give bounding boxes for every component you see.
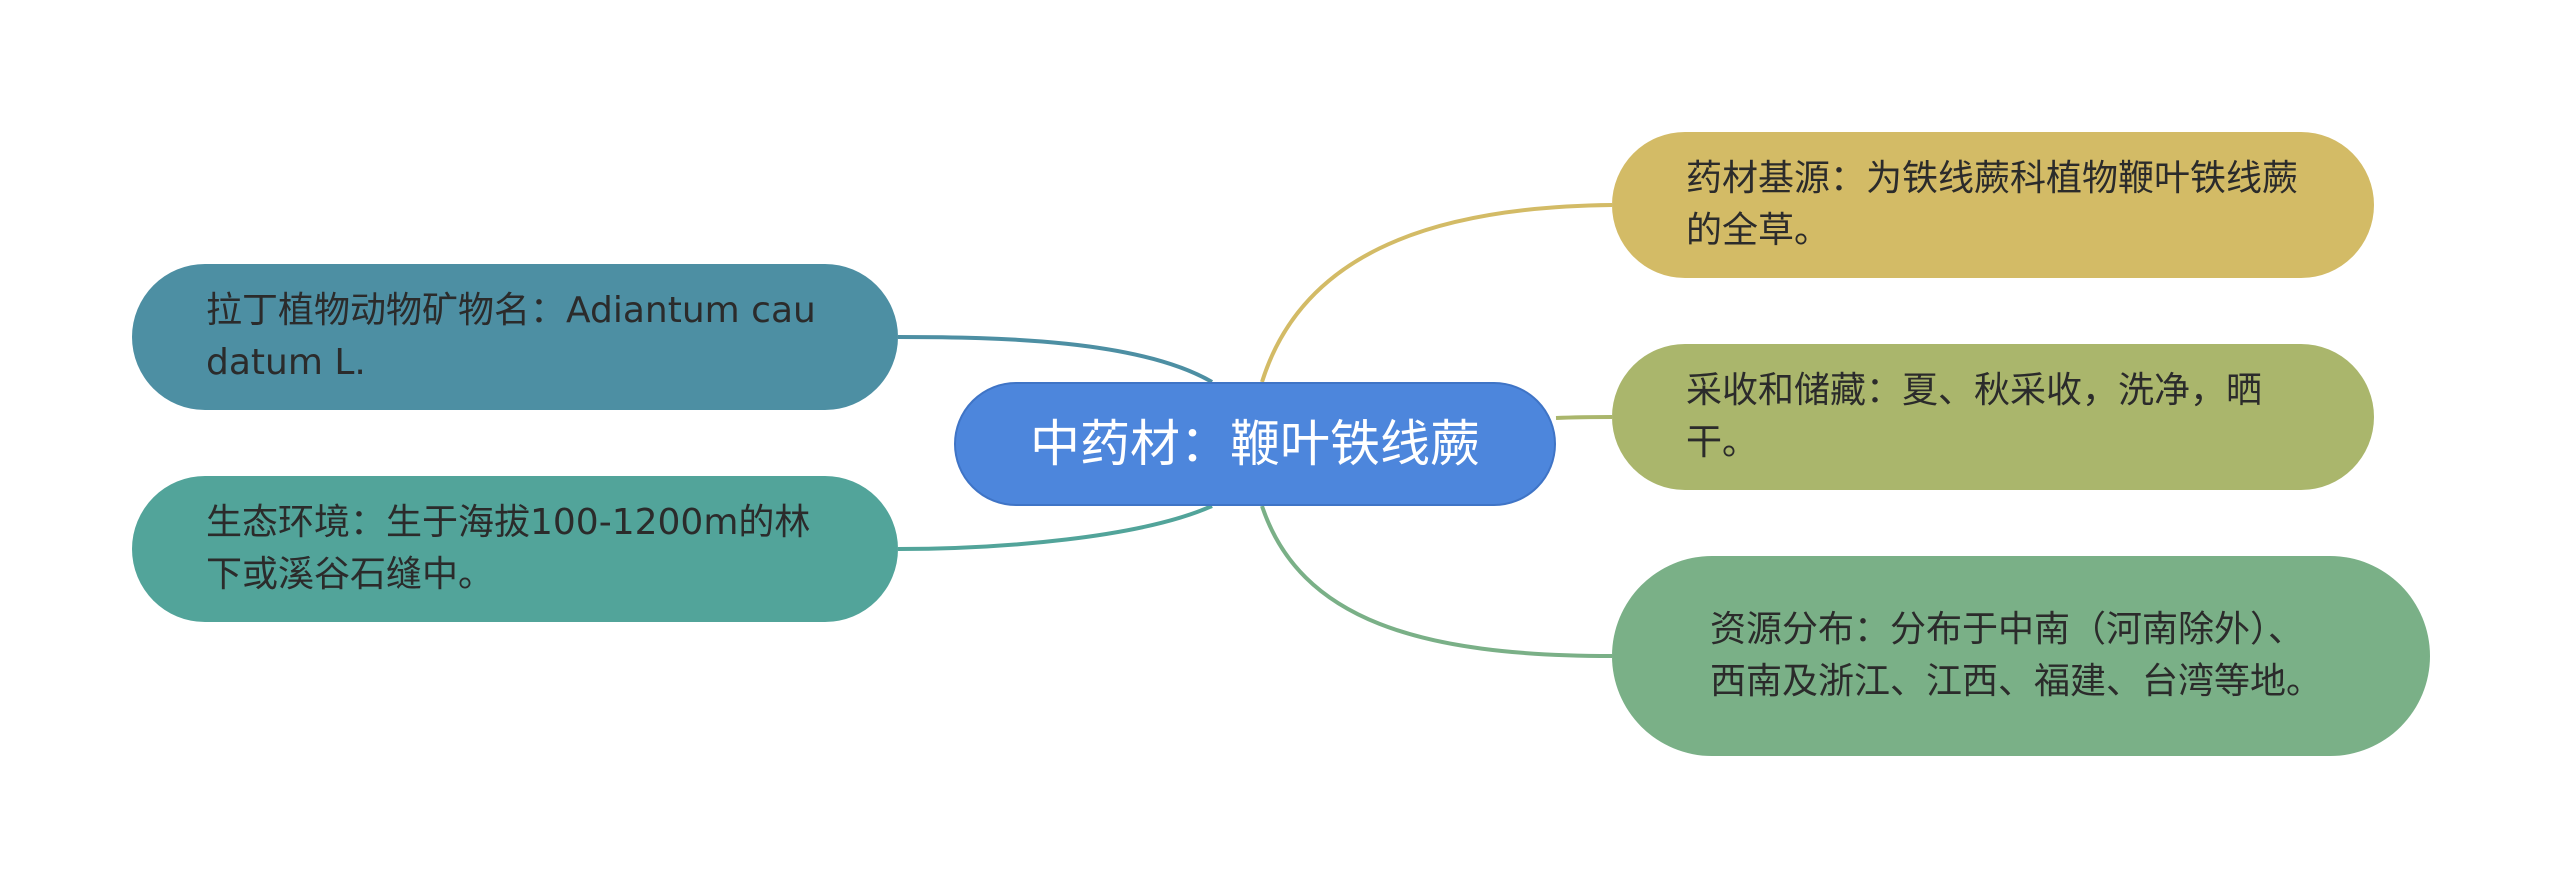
branch-resource-distribution-text: 资源分布：分布于中南（河南除外）、西南及浙江、江西、福建、台湾等地。 xyxy=(1710,609,2323,702)
branch-habitat[interactable]: 生态环境：生于海拔100-1200m的林下或溪谷石缝中。 xyxy=(132,476,898,622)
branch-medicinal-origin[interactable]: 药材基源：为铁线蕨科植物鞭叶铁线蕨的全草。 xyxy=(1612,132,2374,278)
branch-habitat-text: 生态环境：生于海拔100-1200m的林下或溪谷石缝中。 xyxy=(206,502,811,595)
central-topic-label: 中药材：鞭叶铁线蕨 xyxy=(1030,415,1480,473)
connector-harvest xyxy=(1555,415,1613,420)
branch-harvest-storage-text: 采收和储藏：夏、秋采收，洗净，晒干。 xyxy=(1686,370,2263,463)
connector-habitat xyxy=(897,504,1213,551)
connector-origin xyxy=(1260,203,1613,383)
branch-harvest-storage[interactable]: 采收和储藏：夏、秋采收，洗净，晒干。 xyxy=(1612,344,2374,490)
connector-distribution xyxy=(1260,505,1613,658)
central-topic[interactable]: 中药材：鞭叶铁线蕨 xyxy=(954,382,1556,506)
connector-latin xyxy=(897,335,1214,384)
branch-latin-name[interactable]: 拉丁植物动物矿物名：Adiantum caudatum L. xyxy=(132,264,898,410)
branch-medicinal-origin-text: 药材基源：为铁线蕨科植物鞭叶铁线蕨的全草。 xyxy=(1686,158,2299,251)
branch-latin-name-text: 拉丁植物动物矿物名：Adiantum caudatum L. xyxy=(206,290,816,383)
branch-resource-distribution[interactable]: 资源分布：分布于中南（河南除外）、西南及浙江、江西、福建、台湾等地。 xyxy=(1612,556,2430,756)
